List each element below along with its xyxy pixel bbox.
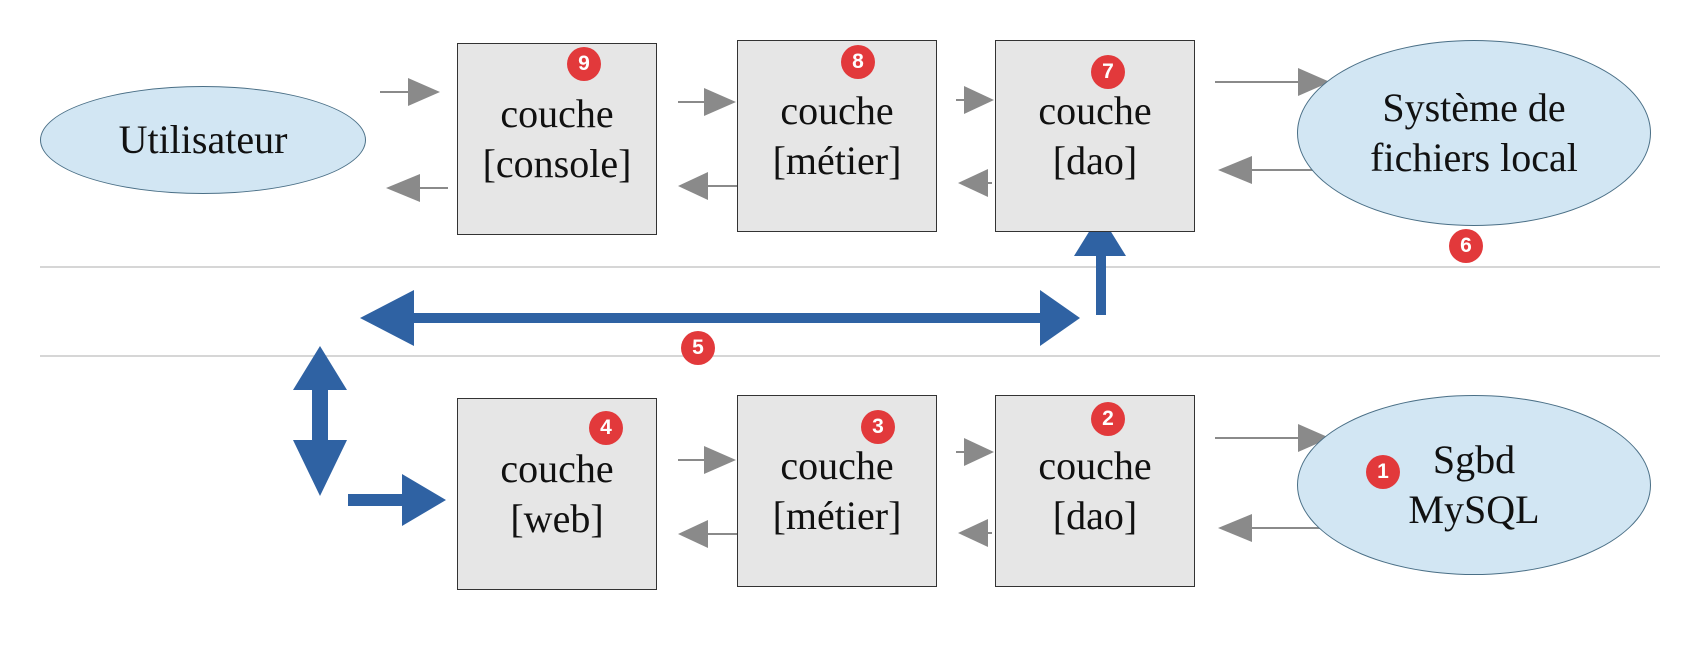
step-badge-6: 6 bbox=[1449, 229, 1483, 263]
storage-label-line2: MySQL bbox=[1408, 487, 1540, 532]
storage-label-line1: Sgbd bbox=[1432, 437, 1516, 482]
step-badge-7: 7 bbox=[1091, 55, 1125, 89]
step-badge-3: 3 bbox=[861, 410, 895, 444]
layer-label-line2: [métier] bbox=[772, 138, 902, 183]
user-label: Utilisateur bbox=[118, 117, 288, 162]
layer-label-line2: [dao] bbox=[1052, 138, 1138, 183]
layer-label-line2: [console] bbox=[482, 141, 632, 186]
bottom-flow-arrows bbox=[678, 424, 1330, 548]
storage-label-line2: fichiers local bbox=[1370, 135, 1578, 180]
blue-arrows bbox=[293, 214, 1126, 526]
layer-label-line2: [métier] bbox=[772, 493, 902, 538]
double-arrow-horizontal bbox=[360, 290, 1080, 346]
layer-box-dao-top: couche [dao] bbox=[995, 40, 1195, 232]
layer-label-line1: couche bbox=[1038, 443, 1152, 488]
local-filesystem-ellipse: Système de fichiers local bbox=[1297, 40, 1651, 226]
layer-label-line2: [web] bbox=[510, 496, 604, 541]
layer-label-line1: couche bbox=[1038, 88, 1152, 133]
user-ellipse: Utilisateur bbox=[40, 86, 366, 194]
step-badge-8: 8 bbox=[841, 45, 875, 79]
double-arrow-vertical bbox=[293, 346, 347, 496]
layer-label-line1: couche bbox=[780, 443, 894, 488]
mysql-ellipse: Sgbd MySQL bbox=[1297, 395, 1651, 575]
layer-label-line1: couche bbox=[500, 446, 614, 491]
layer-box-web: couche [web] bbox=[457, 398, 657, 590]
storage-label-line1: Système de bbox=[1382, 85, 1566, 130]
layer-box-console: couche [console] bbox=[457, 43, 657, 235]
step-badge-9: 9 bbox=[567, 47, 601, 81]
step-badge-4: 4 bbox=[589, 411, 623, 445]
layer-box-metier-top: couche [métier] bbox=[737, 40, 937, 232]
arrow-into-web bbox=[348, 474, 446, 526]
step-badge-1: 1 bbox=[1366, 455, 1400, 489]
step-badge-5: 5 bbox=[681, 331, 715, 365]
layer-box-metier-bottom: couche [métier] bbox=[737, 395, 937, 587]
layer-label-line1: couche bbox=[780, 88, 894, 133]
step-badge-2: 2 bbox=[1091, 402, 1125, 436]
layer-label-line2: [dao] bbox=[1052, 493, 1138, 538]
layer-label-line1: couche bbox=[500, 91, 614, 136]
arrow-up-to-dao bbox=[1074, 214, 1126, 315]
